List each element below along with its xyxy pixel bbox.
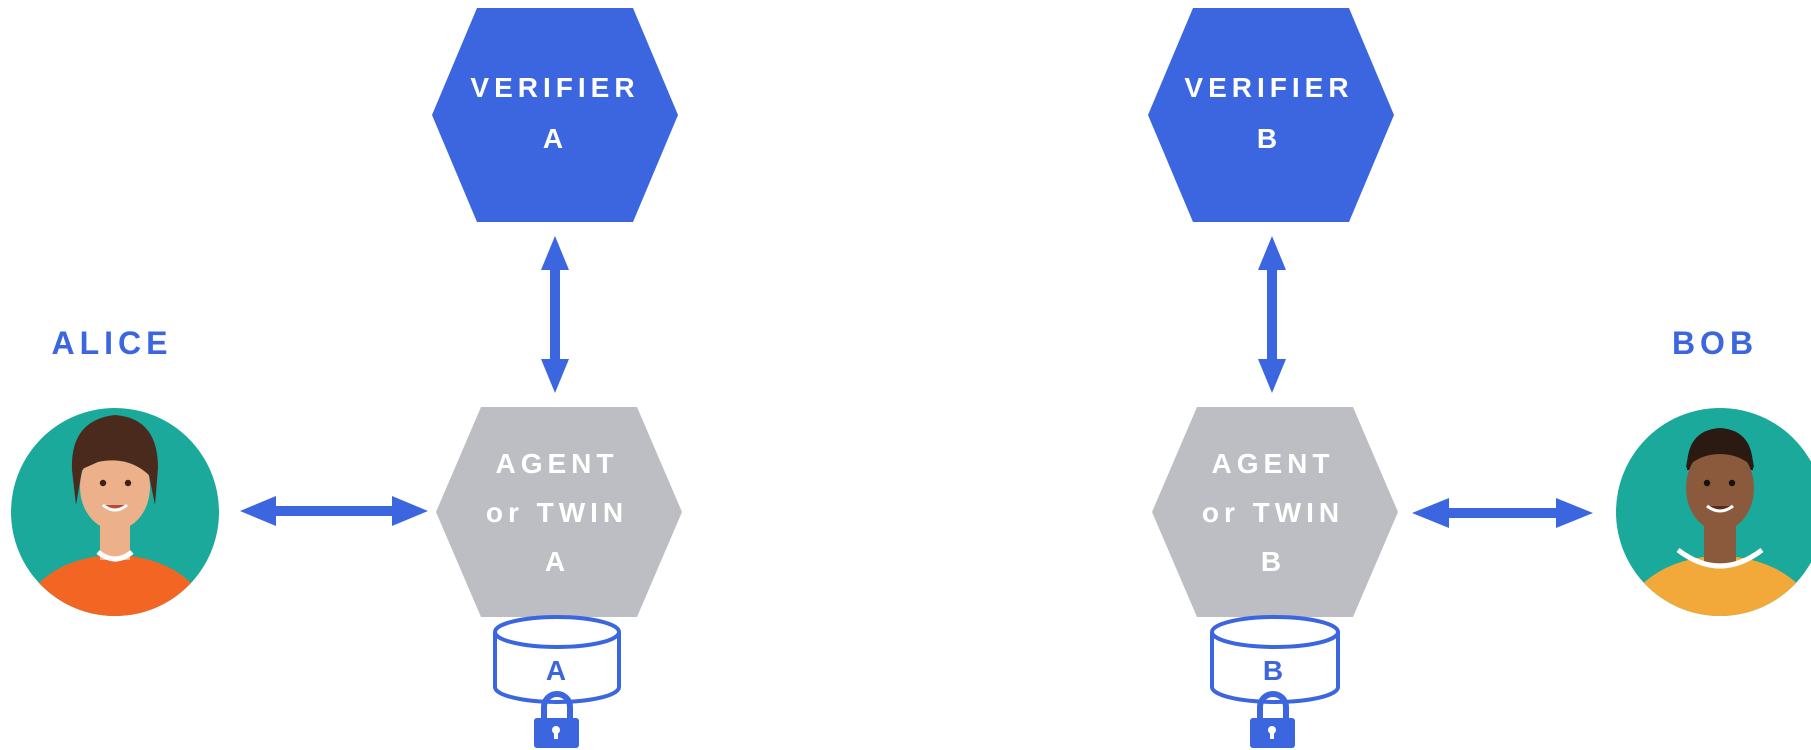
verifier-b-title: VERIFIER (1184, 72, 1353, 103)
verifier-b-letter: B (1257, 123, 1277, 154)
verifier-agent-a-arrow (541, 236, 569, 393)
database-b-label: B (1263, 655, 1283, 686)
alice-name: ALICE (52, 325, 173, 361)
agent-a-line3: A (545, 546, 565, 577)
agent-a-line1: AGENT (496, 448, 619, 479)
agent-bob-arrow (1412, 498, 1593, 528)
verifier-agent-b-arrow (1258, 236, 1286, 393)
bob-avatar (1616, 408, 1811, 616)
database-b-icon: B (1210, 615, 1340, 704)
alice-avatar (11, 408, 219, 616)
agent-b-line3: B (1261, 546, 1281, 577)
verifier-a-letter: A (543, 123, 563, 154)
lock-b-icon (1250, 691, 1295, 748)
verifier-a: VERIFIER A (432, 8, 678, 222)
database-a-icon: A (493, 615, 621, 704)
agent-a: AGENT or TWIN A (436, 407, 682, 617)
verifier-a-title: VERIFIER (470, 72, 639, 103)
database-a-label: A (546, 655, 566, 686)
agent-b-line1: AGENT (1212, 448, 1335, 479)
agent-b-line2: or TWIN (1202, 497, 1344, 528)
alice-agent-arrow (240, 496, 428, 526)
agent-b: AGENT or TWIN B (1152, 407, 1398, 617)
verifier-b: VERIFIER B (1148, 8, 1394, 222)
bob-name: BOB (1672, 325, 1758, 361)
agent-a-line2: or TWIN (486, 497, 628, 528)
lock-a-icon (534, 691, 579, 748)
